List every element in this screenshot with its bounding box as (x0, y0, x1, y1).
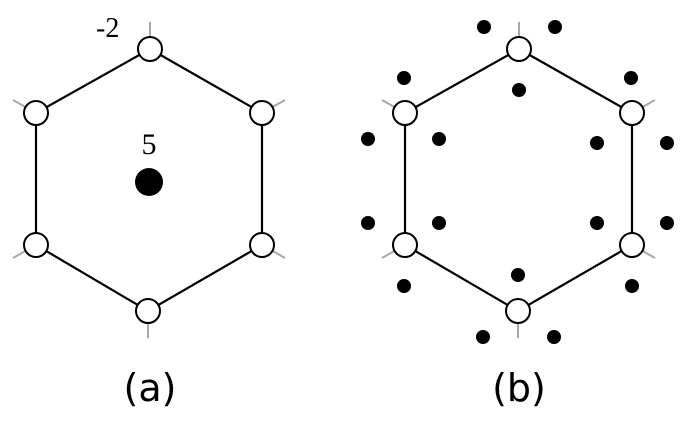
charge-dot (625, 279, 639, 293)
vertex-node (506, 36, 532, 62)
vertex-node (392, 100, 418, 126)
vertex-node (619, 100, 645, 126)
charge-dot (624, 71, 638, 85)
center-charge-dot (135, 168, 163, 196)
panel-a: -2 5 (a) (12, 13, 286, 410)
charge-dot (476, 330, 490, 344)
vertex-node (135, 298, 161, 324)
charge-dot (432, 132, 446, 146)
panel-caption: (b) (492, 366, 546, 410)
charge-dot (548, 20, 562, 34)
vertex-node (137, 36, 163, 62)
vertex-node (23, 232, 49, 258)
charge-dot (397, 71, 411, 85)
charge-dot (432, 216, 446, 230)
vertex-node (619, 232, 645, 258)
center-value-label: 5 (142, 128, 157, 161)
charge-dot (361, 132, 375, 146)
vertex-node (23, 100, 49, 126)
charge-dot (547, 330, 561, 344)
charge-dot (511, 268, 525, 282)
panel-b: (b) (361, 20, 674, 410)
panel-caption: (a) (124, 366, 177, 410)
charge-dot (512, 83, 526, 97)
charge-dot (477, 20, 491, 34)
charge-dot (361, 216, 375, 230)
charge-dot (590, 136, 604, 150)
charge-dot (590, 216, 604, 230)
charge-dot (397, 279, 411, 293)
vertex-node (249, 100, 275, 126)
charge-dot (660, 216, 674, 230)
charge-dot (660, 136, 674, 150)
vertex-value-label: -2 (96, 13, 119, 44)
vertex-node (505, 298, 531, 324)
vertex-node (249, 232, 275, 258)
vertex-node (392, 232, 418, 258)
